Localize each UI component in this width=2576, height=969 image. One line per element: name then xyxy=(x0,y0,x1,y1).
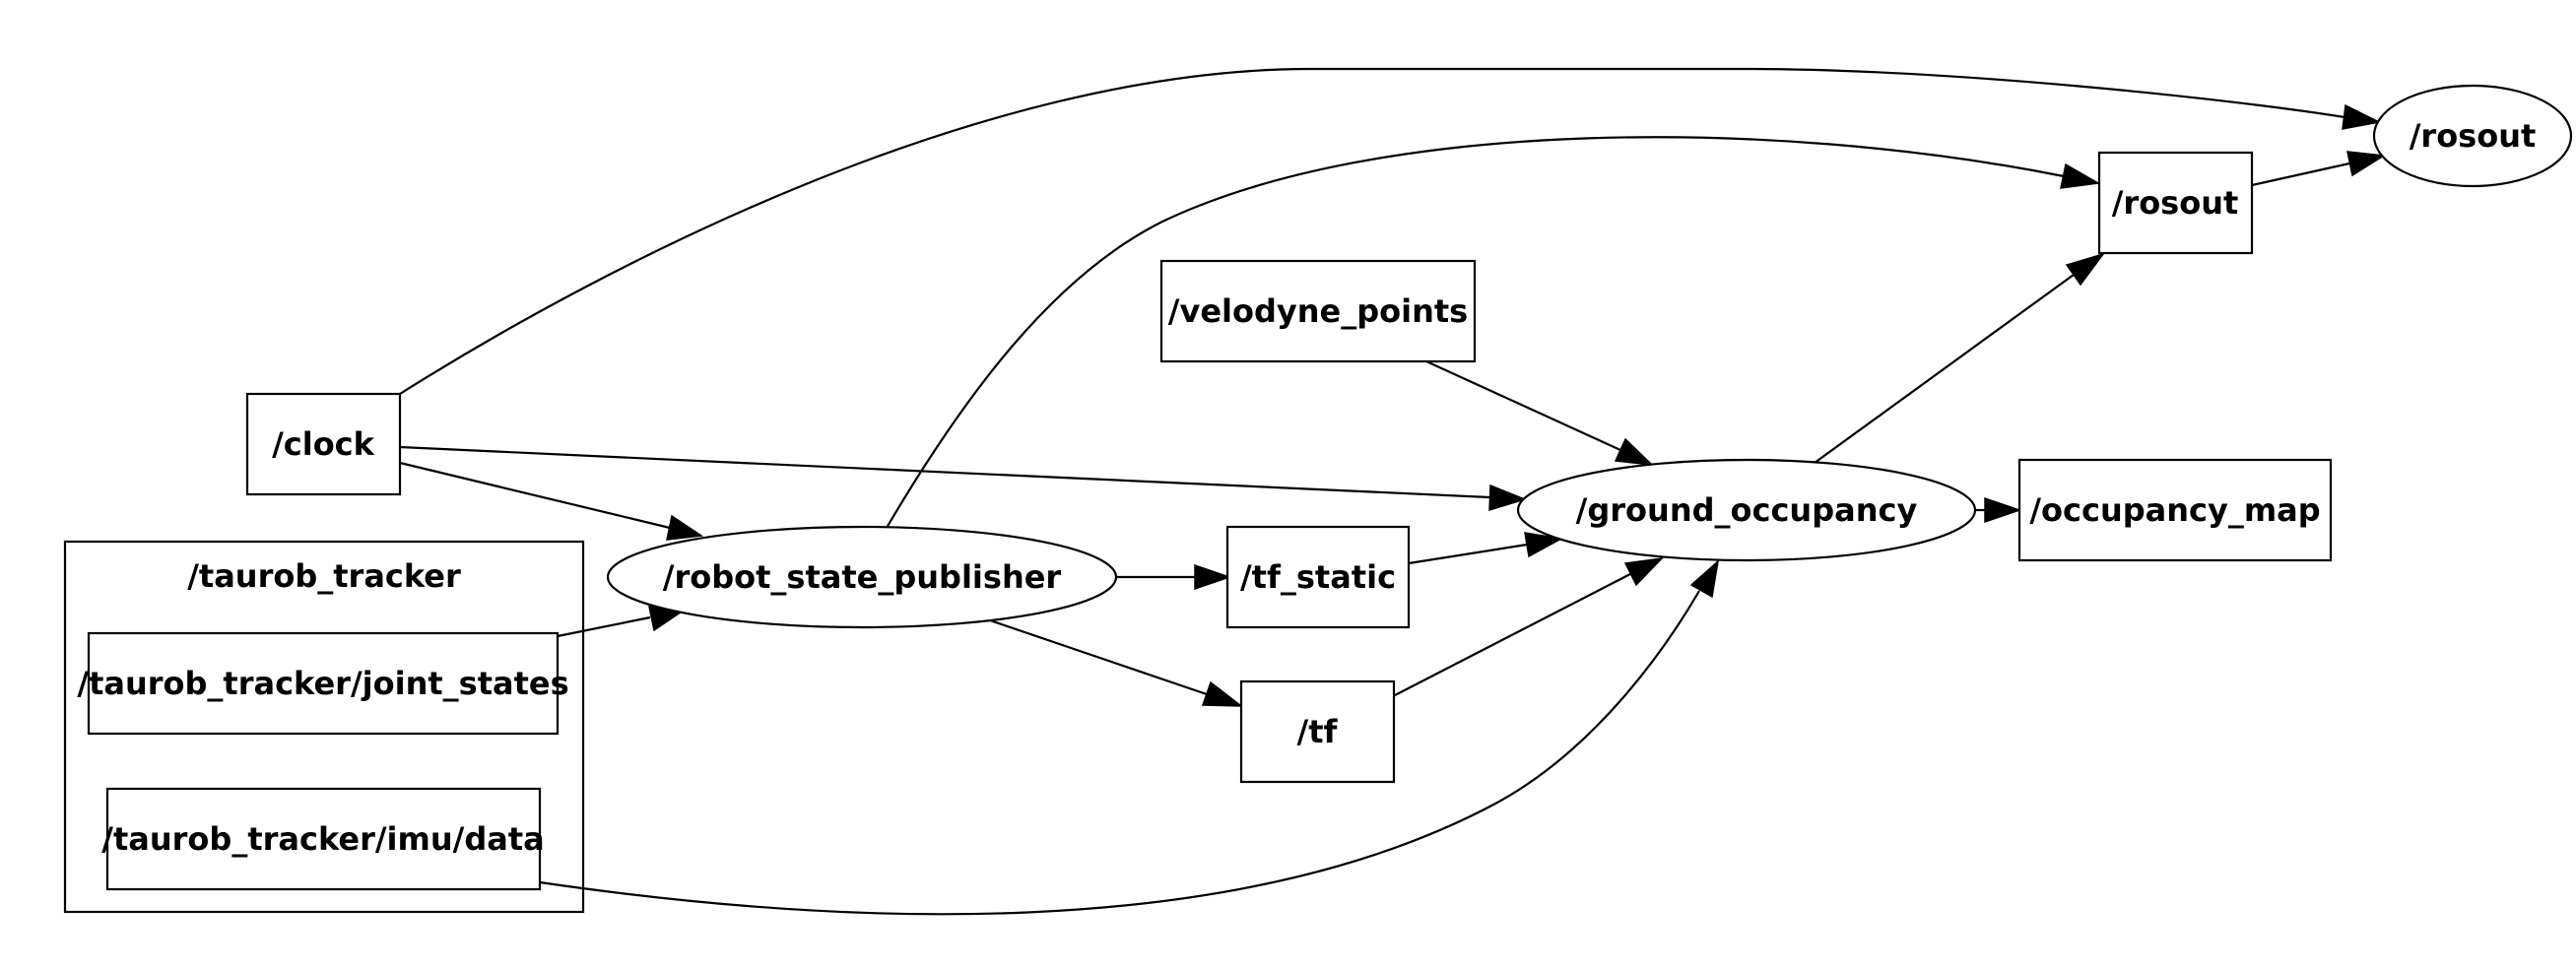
node-rosout[interactable]: /rosout xyxy=(2372,84,2573,188)
topic-occupancy-map[interactable]: /occupancy_map xyxy=(2017,458,2333,562)
edge-clock-to-robot-state-publisher xyxy=(399,461,704,541)
topic-taurob-tracker-imu-data[interactable]: /taurob_tracker/imu/data xyxy=(101,787,545,891)
edge-robot-state-publisher-to-tf-static xyxy=(1117,563,1232,591)
topic-velodyne-points-label: /velodyne_points xyxy=(1168,292,1468,330)
topic-velodyne-points[interactable]: /velodyne_points xyxy=(1159,259,1477,363)
node-robot-state-publisher[interactable]: /robot_state_publisher xyxy=(606,525,1118,629)
edge-robot-state-publisher-to-tf xyxy=(989,618,1244,707)
topic-clock-label: /clock xyxy=(272,425,375,463)
topic-rosout-label: /rosout xyxy=(2112,184,2239,222)
edge-tf-to-ground-occupancy xyxy=(1394,556,1665,696)
edge-ground-occupancy-to-rosout-topic xyxy=(1814,252,2105,464)
edge-tf-static-to-ground-occupancy xyxy=(1408,532,1564,565)
cluster-label: /taurob_tracker xyxy=(187,557,461,595)
edge-ground-occupancy-to-occupancy-map xyxy=(1975,496,2022,524)
topic-tf[interactable]: /tf xyxy=(1239,679,1396,784)
topic-tf-static-label: /tf_static xyxy=(1240,558,1396,596)
topic-tf-label: /tf xyxy=(1297,713,1339,750)
edge-imu-data-to-ground-occupancy xyxy=(539,559,1720,916)
topic-imu-data-label: /taurob_tracker/imu/data xyxy=(101,820,544,858)
edge-robot-state-publisher-to-rosout-topic xyxy=(886,136,2101,529)
node-robot-state-publisher-label: /robot_state_publisher xyxy=(663,558,1062,596)
topic-joint-states-label: /taurob_tracker/joint_states xyxy=(77,665,568,702)
nodes: /clock /taurob_tracker/joint_states /tau… xyxy=(77,84,2573,891)
topic-clock[interactable]: /clock xyxy=(245,392,402,496)
edge-velodyne-points-to-ground-occupancy xyxy=(1425,359,1655,466)
topic-tf-static[interactable]: /tf_static xyxy=(1225,525,1411,629)
node-ground-occupancy-label: /ground_occupancy xyxy=(1576,491,1918,529)
edges xyxy=(399,67,2387,916)
edge-rosout-topic-to-rosout-node xyxy=(2251,151,2387,187)
node-ground-occupancy[interactable]: /ground_occupancy xyxy=(1516,458,1977,562)
topic-taurob-tracker-joint-states[interactable]: /taurob_tracker/joint_states xyxy=(77,631,569,736)
topic-occupancy-map-label: /occupancy_map xyxy=(2029,491,2320,529)
node-rosout-label: /rosout xyxy=(2410,117,2537,155)
topic-rosout[interactable]: /rosout xyxy=(2097,151,2254,255)
edge-clock-to-ground-occupancy xyxy=(399,445,1528,512)
edge-clock-to-rosout-node xyxy=(399,67,2382,395)
